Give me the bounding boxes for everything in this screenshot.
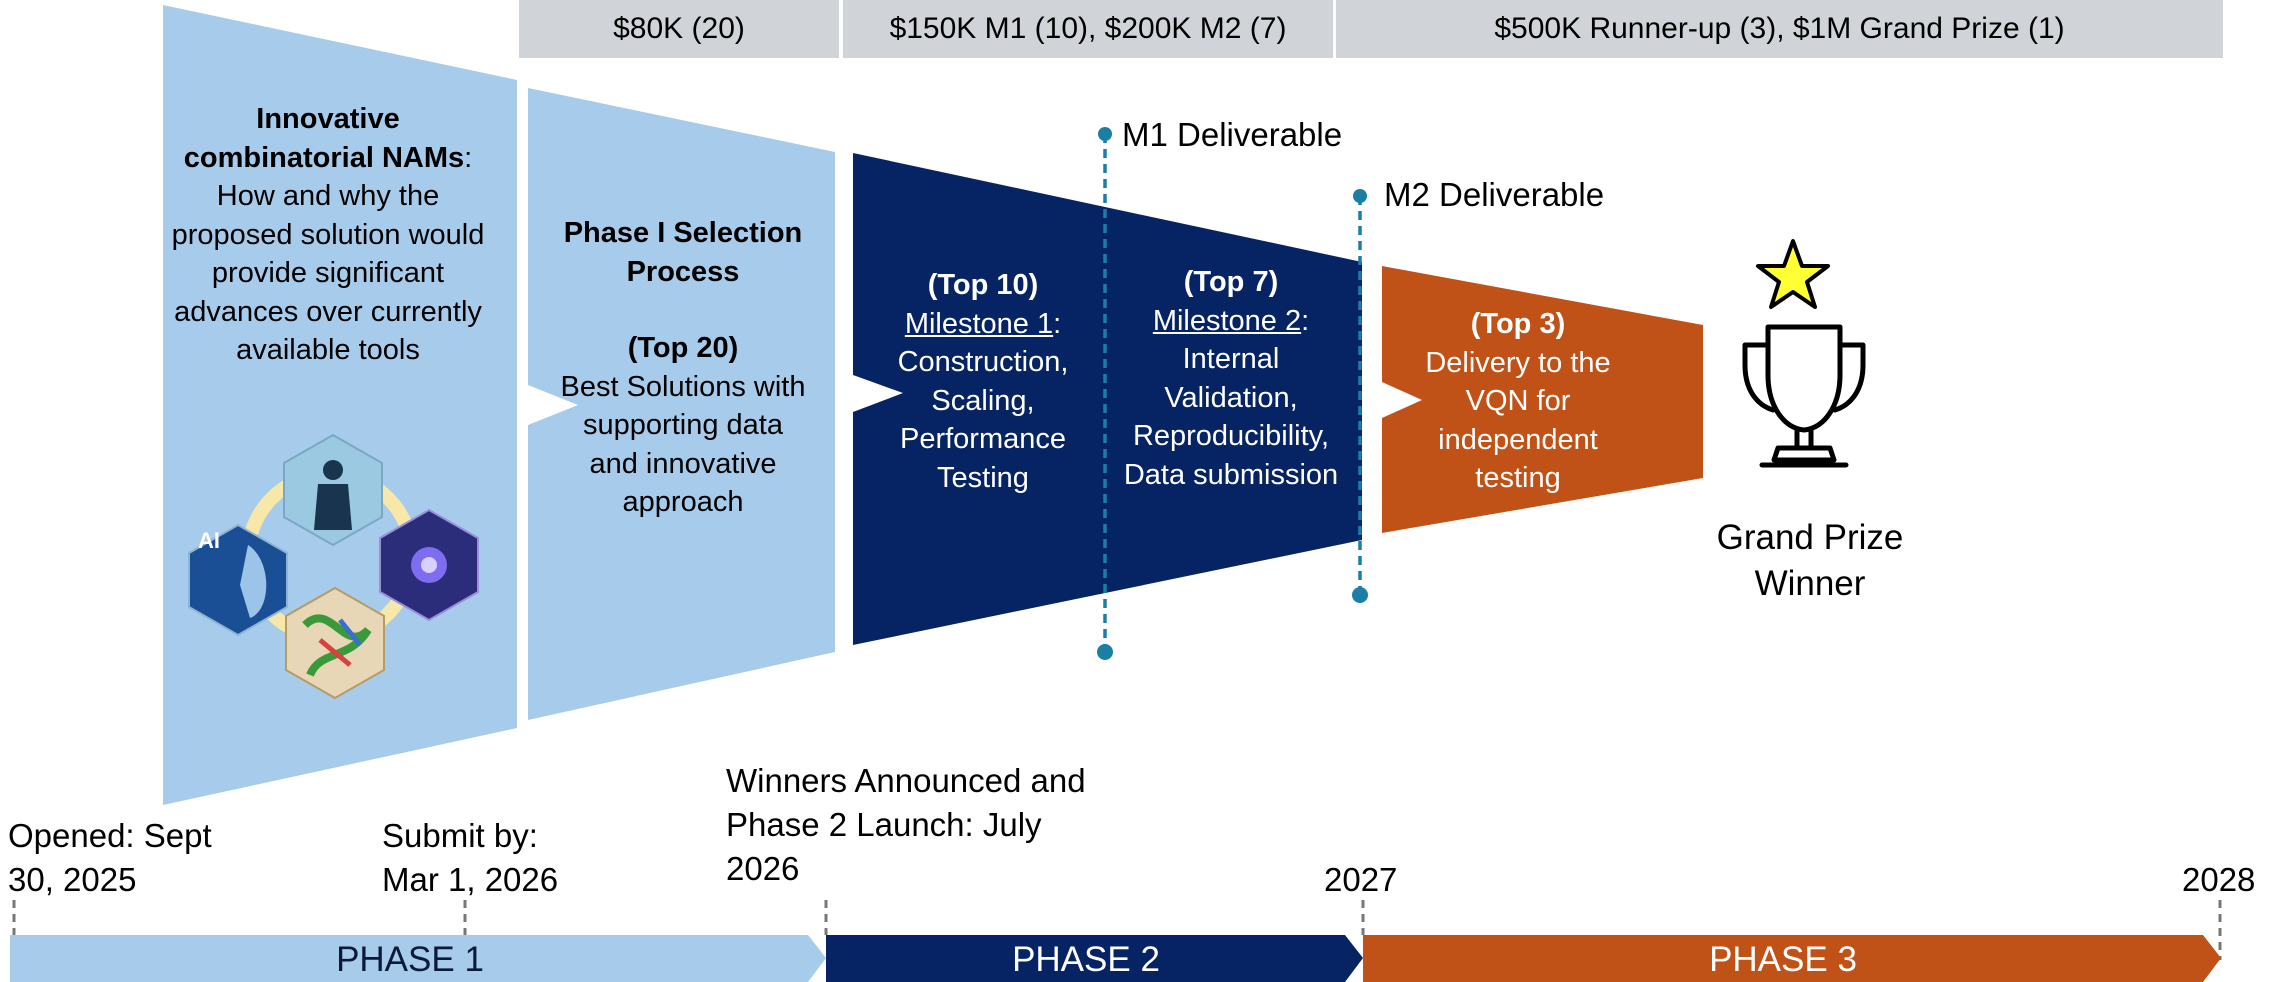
trophy-icon [1742,324,1866,468]
stage-3a-colon: : [1053,307,1062,340]
stage-3a-top: (Top 10) [927,269,1039,301]
stage-3a-milestone: Milestone 1 [904,307,1054,340]
hex-ai-label: AI [198,528,220,553]
stage-2-text: Phase I Selection Process (Top 20) Best … [560,214,806,522]
stage-3a-body: Construction, Scaling, Performance Testi… [897,346,1069,494]
stage-4-text: (Top 3) Delivery to the VQN for independ… [1416,305,1620,498]
stage-3b-body: Internal Validation, Reproducibility, Da… [1123,343,1339,491]
m2-deliverable-label: M2 Deliverable [1384,176,1605,213]
stage-1-rest: : How and why the proposed solution woul… [171,141,485,367]
timeline-opened: Opened: Sept 30, 2025 [8,817,212,898]
stage-3b-text: (Top 7) Milestone 2: Internal Validation… [1115,263,1347,494]
star-icon [1756,239,1830,309]
stage-3b-milestone: Milestone 2 [1152,304,1302,337]
stage-2-title: Phase I Selection Process [563,217,803,288]
stage-2-body: Best Solutions with supporting data and … [560,370,806,519]
m1-deliverable-label: M1 Deliverable [1122,116,1343,153]
m1-deliverable-line [1097,127,1113,660]
prize-box-phase-2: $150K M1 (10), $200K M2 (7) [843,0,1333,58]
m2-deliverable-line [1352,189,1368,603]
stage-1-text: Innovative combinatorial NAMs: How and w… [168,100,488,370]
phase-3-label: PHASE 3 [1709,940,1857,979]
stage-3a-text: (Top 10) Milestone 1: Construction, Scal… [877,266,1089,497]
timeline-2027: 2027 [1324,861,1398,898]
prize-box-phase-3: $500K Runner-up (3), $1M Grand Prize (1) [1336,0,2223,58]
stage-1-bold: Innovative combinatorial NAMs [183,103,465,174]
funnel-stage-2 [528,88,835,720]
phase-1-arrow [10,935,826,982]
stage-3b-colon: : [1301,304,1310,337]
prize-box-phase-1: $80K (20) [519,0,839,58]
phase-2-label: PHASE 2 [1012,940,1160,979]
phase-1-label: PHASE 1 [336,940,484,979]
stage-3b-top: (Top 7) [1183,266,1279,298]
timeline-ticks [12,900,2222,960]
funnel-stage-3 [853,153,1362,645]
funnel-stage-4 [1382,266,1703,533]
timeline-submit: Submit by: Mar 1, 2026 [382,817,559,898]
nams-hex-illustration: AI [188,433,479,700]
timeline-winners: Winners Announced and Phase 2 Launch: Ju… [726,762,1086,887]
phase-2-arrow [826,935,1363,982]
stage-4-body: Delivery to the VQN for independent test… [1425,346,1611,495]
ai-face-hex [188,523,288,637]
grand-prize-label: Grand Prize Winner [1716,518,1904,603]
stage-4-top: (Top 3) [1470,308,1566,340]
stage-2-top: (Top 20) [627,332,739,364]
timeline-2028: 2028 [2182,861,2256,898]
phase-3-arrow [1363,935,2221,982]
